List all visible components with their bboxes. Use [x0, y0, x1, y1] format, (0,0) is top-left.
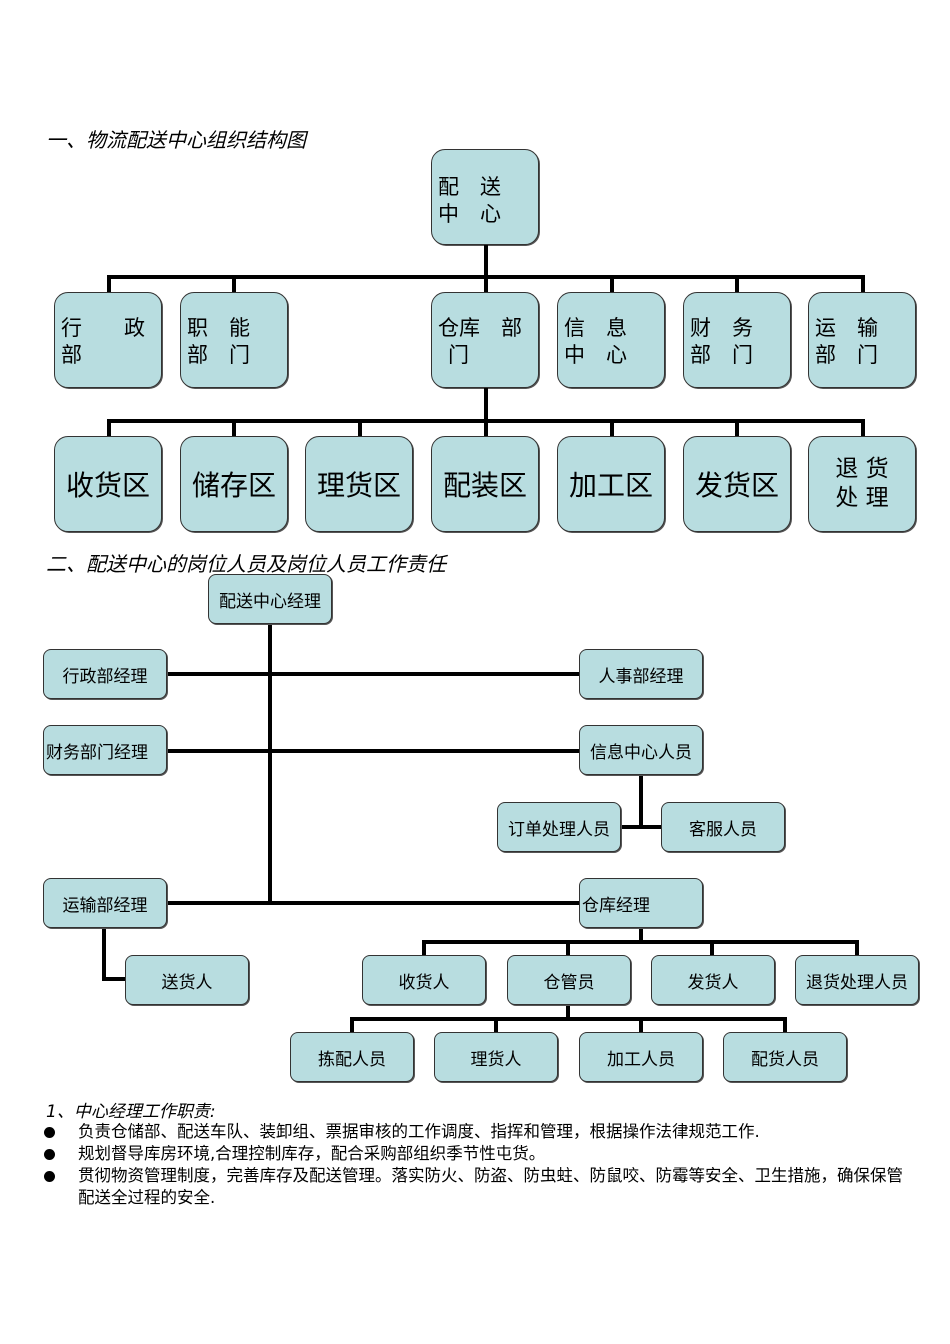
connector	[639, 1017, 643, 1032]
info-staff-box: 信息中心人员	[579, 725, 703, 775]
zone-box-sorting: 理货区	[305, 436, 413, 532]
connector	[350, 1017, 354, 1032]
zone-box-returns: 退 货 处 理	[808, 436, 916, 532]
zone-box-storage: 储存区	[180, 436, 288, 532]
duty-item: 负责仓储部、配送车队、装卸组、票据审核的工作调度、指挥和管理，根据操作法律规范工…	[44, 1121, 910, 1143]
picker-box: 拣配人员	[290, 1032, 414, 1082]
connector	[422, 940, 426, 956]
duty-item: 贯彻物资管理制度，完善库存及配送管理。落实防火、防盗、防虫蛀、防鼠咬、防霉等安全…	[44, 1165, 910, 1209]
returns-staff-box: 退货处理人员	[795, 955, 919, 1005]
dept-label: 部 门	[815, 343, 878, 367]
section2-heading: 二、配送中心的岗位人员及岗位人员工作责任	[46, 552, 446, 576]
service-staff-box: 客服人员	[661, 802, 785, 852]
connector	[783, 1017, 787, 1032]
dept-label: 财 务	[690, 316, 753, 340]
connector	[710, 940, 714, 956]
admin-manager-box: 行政部经理	[43, 649, 167, 699]
connector	[735, 275, 739, 294]
connector	[232, 419, 236, 437]
dept-label: 仓库 部	[438, 316, 522, 340]
connector	[861, 275, 865, 294]
connector	[358, 419, 362, 437]
zone-box-assembly: 配装区	[431, 436, 539, 532]
connector	[566, 1005, 570, 1020]
connector	[484, 419, 488, 437]
receiver-box: 收货人	[362, 955, 486, 1005]
connector	[484, 388, 488, 421]
duty-item: 规划督导库房环境,合理控制库存，配合采购部组织季节性屯货。	[44, 1143, 910, 1165]
connector	[102, 928, 106, 980]
shipper-box: 发货人	[651, 955, 775, 1005]
zone-box-processing: 加工区	[557, 436, 665, 532]
sorter-box: 理货人	[434, 1032, 558, 1082]
dept-label: 部 门	[187, 343, 250, 367]
order-staff-box: 订单处理人员	[497, 802, 621, 852]
root-line-2: 中 心	[438, 202, 501, 226]
dept-box-admin: 行 政部	[54, 292, 162, 388]
connector	[639, 776, 643, 828]
center-manager-box: 配送中心经理	[208, 574, 332, 624]
dept-box-warehouse: 仓库 部门	[431, 292, 539, 388]
dept-label: 部	[61, 343, 82, 367]
connector	[735, 419, 739, 437]
connector	[484, 275, 488, 294]
connector	[422, 940, 859, 944]
zone-box-shipping: 发货区	[683, 436, 791, 532]
duties-list: 负责仓储部、配送车队、装卸组、票据审核的工作调度、指挥和管理，根据操作法律规范工…	[44, 1121, 910, 1209]
connector	[232, 275, 236, 294]
connector	[166, 901, 580, 905]
bullet-icon	[44, 1127, 55, 1138]
zone-box-receiving: 收货区	[54, 436, 162, 532]
connector	[107, 419, 111, 437]
dept-label: 运 输	[815, 316, 878, 340]
warehouse-manager-box: 仓库经理	[579, 878, 703, 928]
connector	[566, 940, 570, 956]
connector	[494, 1017, 498, 1032]
storekeeper-box: 仓管员	[507, 955, 631, 1005]
dept-label: 中 心	[564, 343, 627, 367]
connector	[107, 275, 111, 294]
delivery-person-box: 送货人	[125, 955, 249, 1005]
duties-heading: 1、中心经理工作职责:	[46, 1102, 216, 1122]
dept-box-function: 职 能部 门	[180, 292, 288, 388]
finance-manager-box: 财务部门经理	[43, 725, 167, 775]
allocator-box: 配货人员	[723, 1032, 847, 1082]
processor-box: 加工人员	[579, 1032, 703, 1082]
dept-box-finance: 财 务部 门	[683, 292, 791, 388]
dept-label: 门	[448, 343, 469, 367]
connector	[610, 419, 614, 437]
section1-heading: 一、物流配送中心组织结构图	[46, 128, 306, 152]
bullet-icon	[44, 1149, 55, 1160]
hr-manager-box: 人事部经理	[579, 649, 703, 699]
connector	[102, 977, 126, 981]
dept-box-info: 信 息中 心	[557, 292, 665, 388]
connector	[861, 419, 865, 437]
org-root-box: 配 送 中 心	[431, 149, 539, 245]
connector	[166, 749, 580, 753]
connector	[855, 940, 859, 956]
dept-box-transport: 运 输部 门	[808, 292, 916, 388]
dept-label: 部 门	[690, 343, 753, 367]
connector	[484, 245, 488, 277]
connector	[350, 1017, 787, 1021]
bullet-icon	[44, 1171, 55, 1182]
connector	[610, 275, 614, 294]
connector	[268, 623, 272, 905]
dept-label: 信 息	[564, 316, 627, 340]
connector	[639, 928, 643, 943]
connector	[166, 672, 580, 676]
root-line-1: 配 送	[438, 175, 501, 199]
transport-manager-box: 运输部经理	[43, 878, 167, 928]
dept-label: 职 能	[187, 316, 250, 340]
connector	[620, 825, 662, 829]
dept-label: 行 政	[61, 316, 145, 340]
